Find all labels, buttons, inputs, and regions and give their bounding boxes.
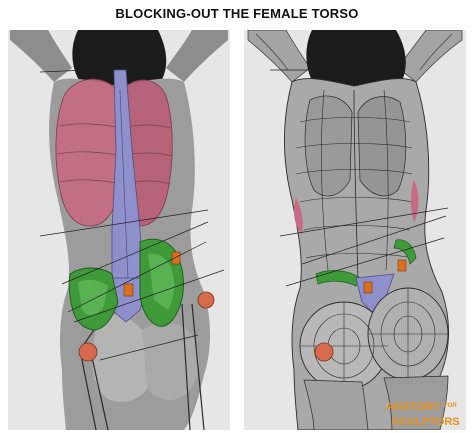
contour-line xyxy=(299,197,413,203)
pelvis-left-highlight xyxy=(78,279,108,316)
greater-trochanter-left xyxy=(78,342,98,362)
right-arm xyxy=(397,30,463,83)
femur-shaft-left-inner xyxy=(89,347,109,430)
right-thigh xyxy=(383,375,449,430)
femur-shaft-right-outer xyxy=(191,303,205,430)
leader-line xyxy=(99,334,199,361)
greater-trochanter-left xyxy=(314,342,334,362)
skeleton-blocking-panel xyxy=(8,30,230,430)
contour-line xyxy=(295,143,413,149)
pelvis-crest-left xyxy=(315,270,361,287)
leader-line xyxy=(39,69,89,73)
surface-figure xyxy=(244,30,466,430)
spine-midline xyxy=(119,89,129,281)
sacroiliac-connector-right xyxy=(171,251,181,265)
right-arm xyxy=(166,30,228,82)
pelvis-crest-right xyxy=(393,239,417,265)
arm-contour xyxy=(419,33,453,71)
anatomy-for-sculptors-logo: ANATOMY FOR SCULPTORS xyxy=(386,401,460,428)
sacroiliac-connector-left xyxy=(123,283,134,297)
ribcage-hint-right xyxy=(411,180,419,222)
femur-shaft-right-inner xyxy=(181,303,191,430)
leader-line xyxy=(285,237,445,287)
leader-line xyxy=(301,215,447,265)
leader-line xyxy=(73,269,225,323)
spine-groove xyxy=(353,89,359,281)
logo-small: FOR xyxy=(444,403,457,409)
leader-line xyxy=(279,207,449,237)
contour-line-vertical xyxy=(383,89,389,271)
left-arm xyxy=(10,30,72,82)
page-title: BLOCKING-OUT THE FEMALE TORSO xyxy=(115,6,359,21)
left-thigh xyxy=(303,379,369,430)
left-buttock-shade xyxy=(92,314,154,403)
dimple-connector-left xyxy=(363,281,373,294)
leader-line xyxy=(39,209,209,237)
right-buttock-shade xyxy=(142,322,199,401)
contour-line xyxy=(305,253,415,259)
ribcage-hint-left xyxy=(294,198,303,234)
contour-line xyxy=(303,225,411,231)
greater-trochanter-right xyxy=(197,291,215,309)
latissimus-right-plane xyxy=(357,96,407,197)
arm-contour xyxy=(255,33,289,71)
dimple-connector-right xyxy=(397,259,407,272)
surface-blocking-panel xyxy=(244,30,466,430)
contour-line-vertical xyxy=(321,89,329,271)
latissimus-left-plane xyxy=(304,95,353,197)
leader-line xyxy=(67,241,207,313)
logo-line1: ANATOMY xyxy=(386,401,441,413)
logo-line2: SCULPTORS xyxy=(392,416,460,428)
femur-shaft-left-outer xyxy=(79,349,97,430)
skeleton-figure xyxy=(8,30,230,430)
left-arm xyxy=(247,30,311,83)
leader-line xyxy=(61,221,209,285)
pelvis-right-highlight xyxy=(148,253,175,310)
contour-line xyxy=(295,169,413,175)
